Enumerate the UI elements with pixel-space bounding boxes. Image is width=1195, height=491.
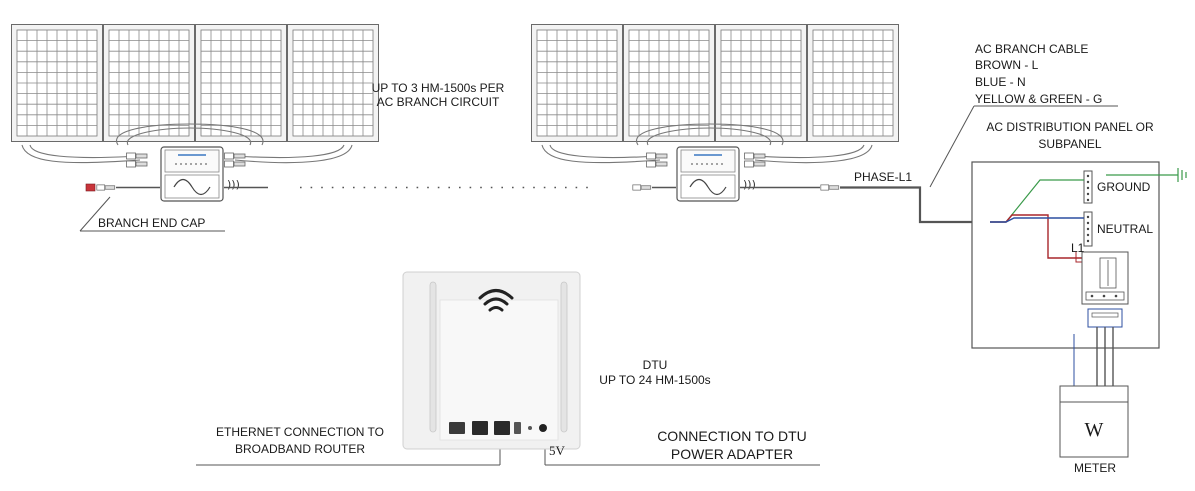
earth-ground-icon: [1106, 168, 1187, 182]
wireless-signal-icon: ))): [227, 178, 240, 191]
blue-wire-label: BLUE - N: [975, 75, 1026, 89]
ac-branch-cable-label: AC BRANCH CABLE: [975, 42, 1088, 56]
meter-symbol: W: [1085, 419, 1104, 441]
power-adapter-label: CONNECTION TO DTU: [657, 428, 807, 444]
branch-end-cap-label: BRANCH END CAP: [98, 216, 205, 230]
dc-cable-loops: [21, 123, 353, 164]
wireless-signal-icon: ))): [743, 178, 756, 191]
ground-label: GROUND: [1097, 180, 1151, 194]
panel-label: SUBPANEL: [1038, 137, 1101, 151]
microinverter-icon: [160, 146, 224, 202]
ac-trunk-cable: [85, 183, 990, 224]
solar-panel-icon: [807, 24, 899, 142]
ground-wire-label: YELLOW & GREEN - G: [975, 92, 1102, 106]
dtu-label: DTU: [643, 358, 668, 372]
branch-end-cap-icon: [85, 183, 96, 192]
meter-label: METER: [1074, 461, 1116, 475]
microinverter-icon: [676, 146, 740, 202]
brown-wire-label: BROWN - L: [975, 58, 1039, 72]
panel-label: AC DISTRIBUTION PANEL OR: [986, 120, 1154, 134]
distribution-panel: [971, 161, 1187, 386]
voltage-label: 5V: [549, 443, 566, 458]
ethernet-label: BROADBAND ROUTER: [235, 442, 365, 456]
solar-panel-icon: [11, 24, 103, 142]
neutral-label: NEUTRAL: [1097, 222, 1153, 236]
meter-icon: [1059, 385, 1129, 458]
dtu-capacity-label: UP TO 24 HM-1500s: [599, 373, 710, 387]
branch-capacity-label: UP TO 3 HM-1500s PER: [372, 81, 505, 95]
power-adapter-label: POWER ADAPTER: [671, 446, 793, 462]
wifi-icon: [478, 289, 514, 312]
solar-panel-icon: [531, 24, 623, 142]
branch-capacity-label: AC BRANCH CIRCUIT: [377, 95, 500, 109]
phase-label: PHASE-L1: [854, 170, 912, 184]
dtu-device-icon: [402, 271, 581, 450]
dc-cable-loops: [541, 123, 873, 164]
solar-panel-icon: [287, 24, 379, 142]
l1-label: L1: [1071, 241, 1085, 255]
panel-group-left: ))): [11, 24, 379, 202]
panel-group-right: ))): [531, 24, 899, 202]
ethernet-label: ETHERNET CONNECTION TO: [216, 425, 384, 439]
